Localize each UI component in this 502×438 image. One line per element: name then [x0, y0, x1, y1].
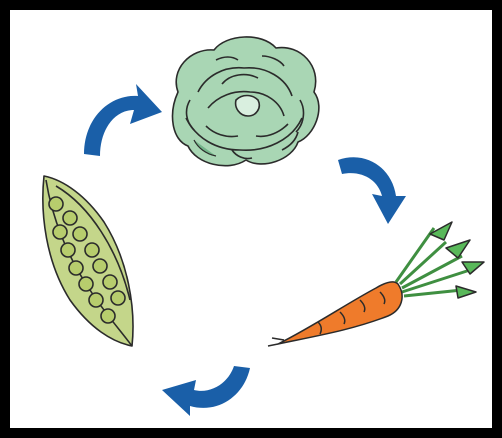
cycle-arrow-peas-to-lettuce	[84, 84, 162, 156]
cycle-arrow-lettuce-to-carrot	[338, 157, 406, 224]
pea-pod-icon	[43, 176, 133, 346]
lettuce-icon	[173, 37, 319, 166]
carrot-icon	[268, 222, 484, 346]
cycle-arrow-carrot-to-peas	[162, 366, 250, 416]
